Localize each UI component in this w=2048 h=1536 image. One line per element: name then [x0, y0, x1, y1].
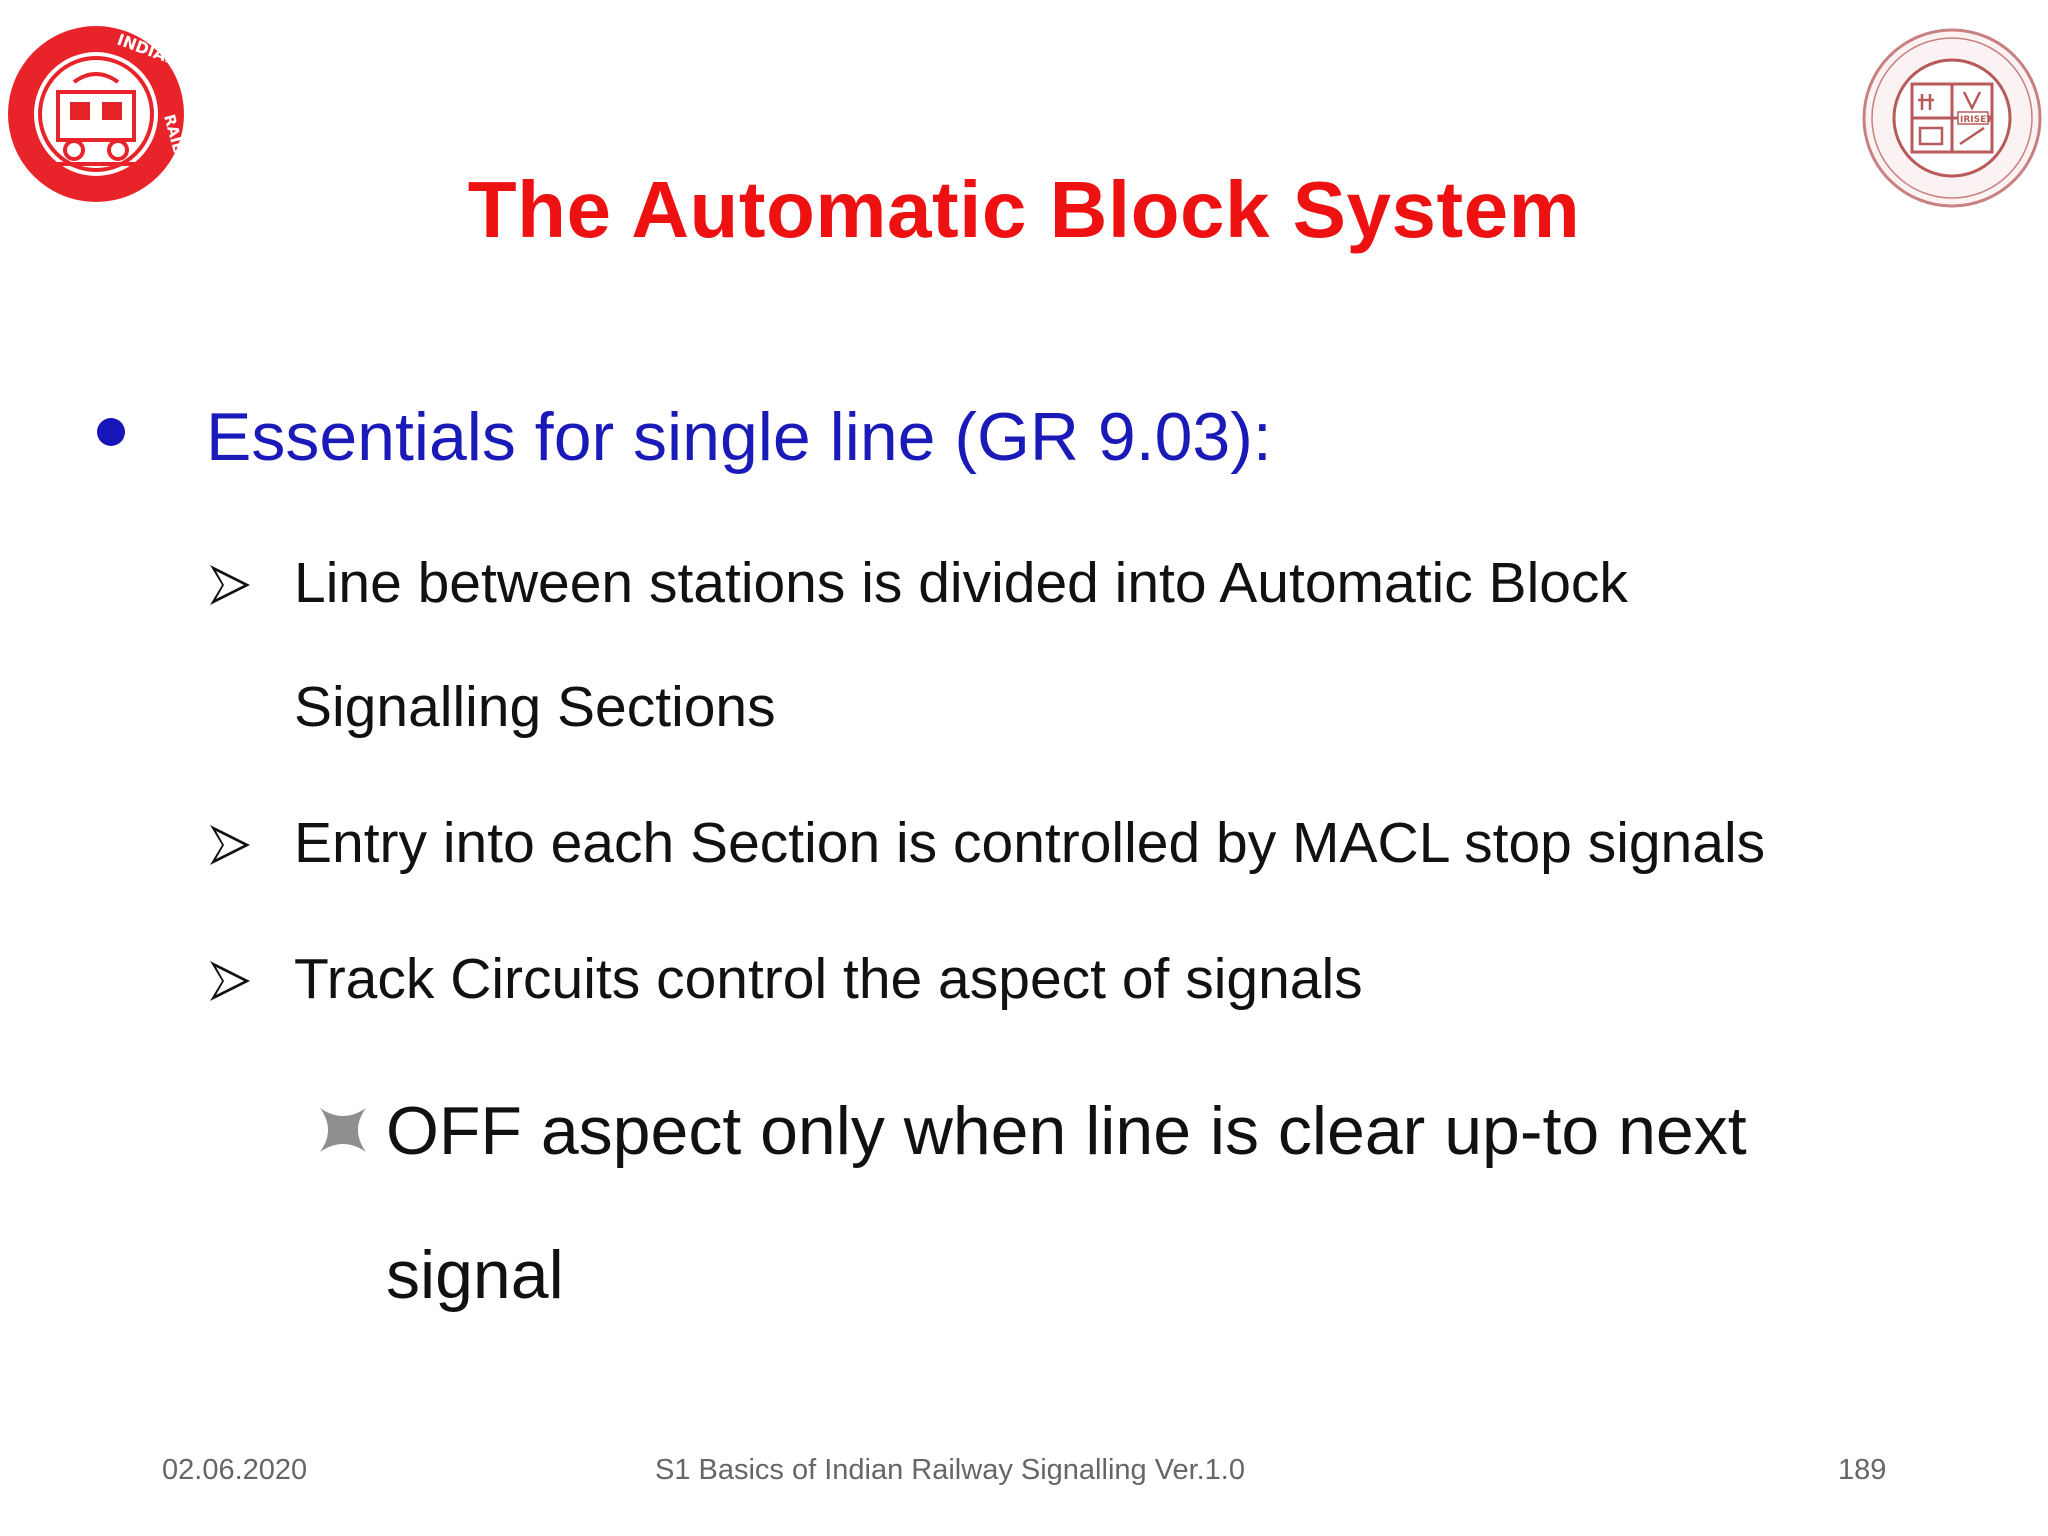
footer-course-title: S1 Basics of Indian Railway Signalling V…: [654, 1454, 1245, 1486]
sub-bullet-3-line-1: Track Circuits control the aspect of sig…: [294, 947, 1363, 1011]
iriset-seal-icon: IRISET: [1862, 28, 2042, 208]
round-bullet-icon: [97, 418, 125, 446]
sub-sub-bullet-line-1: OFF aspect only when line is clear up-to…: [386, 1093, 1747, 1169]
footer-date: 02.06.2020: [162, 1454, 308, 1486]
footer-page-number: 189: [1838, 1454, 1887, 1486]
sub-bullet-1-line-2: Signalling Sections: [294, 675, 776, 739]
arrowhead-bullet-icon: [210, 565, 250, 605]
star-diamond-bullet-icon: [320, 1108, 366, 1152]
arrowhead-bullet-icon: [210, 825, 250, 865]
svg-text:IRISET: IRISET: [1960, 115, 1993, 125]
arrowhead-bullet-icon: [210, 961, 250, 1001]
sub-bullet-1-line-1: Line between stations is divided into Au…: [294, 551, 1628, 615]
slide-title: The Automatic Block System: [467, 165, 1581, 254]
main-bullet-text: Essentials for single line (GR 9.03):: [206, 399, 1272, 475]
sub-bullet-2-line-1: Entry into each Section is controlled by…: [294, 811, 1766, 875]
indian-railways-emblem-icon: INDIAN RAILWAYS: [8, 26, 190, 202]
sub-sub-bullet-line-2: signal: [386, 1237, 564, 1313]
